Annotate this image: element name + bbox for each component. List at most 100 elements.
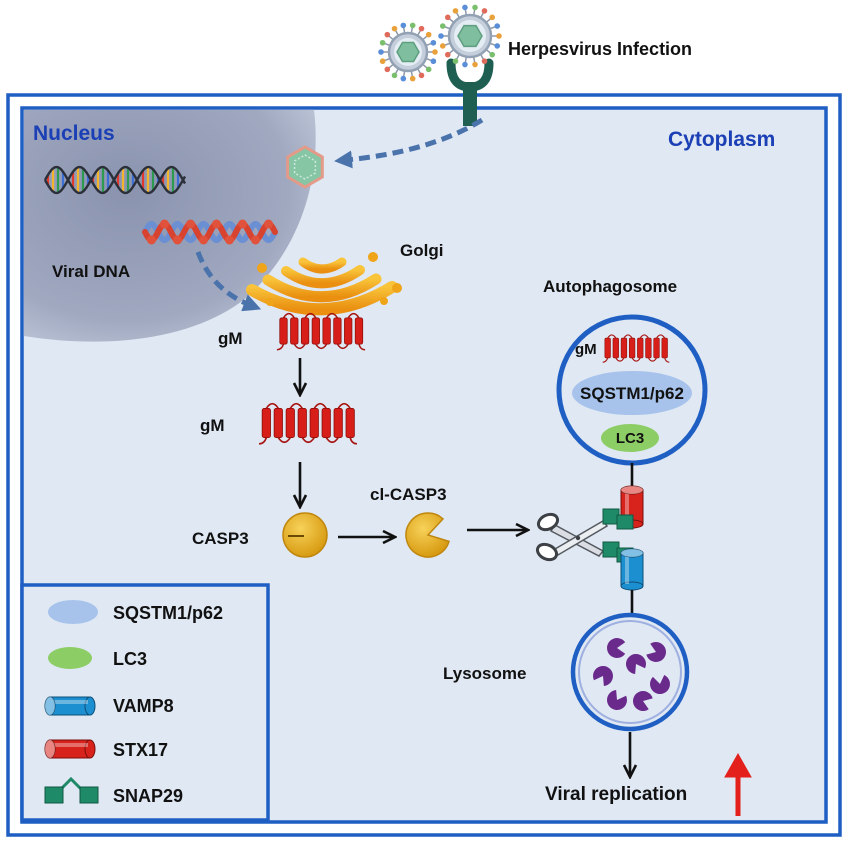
herpesvirus-particle: [438, 4, 502, 68]
virus-spike-tip: [439, 43, 446, 49]
lysosome-enzyme: [593, 665, 614, 686]
legend-vamp8-face: [44, 696, 56, 716]
virus-capsid: [396, 41, 420, 63]
golgi-vesicle: [392, 283, 402, 293]
legend-stx17-highlight: [52, 743, 88, 747]
virus-spike-tip: [418, 25, 425, 32]
virus-spike-tip: [489, 51, 496, 58]
scissors-pivot: [575, 535, 581, 541]
golgi-vesicle: [368, 252, 378, 262]
snap29-block: [616, 514, 634, 530]
vamp8-body: [620, 552, 644, 587]
sqstm1-p62-blob: [572, 371, 692, 415]
virus-spike-tip: [378, 49, 384, 55]
dna-strand: [43, 165, 187, 195]
legend-vamp8-label: VAMP8: [113, 696, 174, 716]
legend-sqstm1-label: SQSTM1/p62: [113, 603, 223, 623]
golgi-cisterna: [298, 257, 347, 274]
lc3-label: LC3: [616, 430, 644, 447]
virus-spike-tip: [391, 25, 398, 32]
lysosome-enzyme: [625, 653, 646, 674]
virus-spike-tip: [472, 61, 478, 68]
virus-spikes: [378, 22, 438, 82]
gm-free-label: gM: [200, 416, 225, 435]
virus-spike-tip: [481, 58, 488, 64]
virus-spike-tip: [444, 51, 451, 58]
cell-receptor: [446, 58, 494, 126]
virus-spike-tip: [391, 72, 398, 79]
virus-spike-tip: [384, 31, 391, 38]
lysosome-label: Lysosome: [443, 664, 526, 683]
legend-stx17-face-shine: [45, 740, 55, 758]
lysosome-enzyme: [650, 674, 671, 695]
viral-dna-label: Viral DNA: [52, 262, 130, 281]
virus-spike-tip: [379, 39, 386, 46]
virus-spike-tip: [384, 66, 391, 73]
scissors-handle: [535, 542, 559, 562]
golgi-label: Golgi: [400, 241, 443, 260]
virus-spike-tip: [430, 39, 437, 46]
viral-dna-bead: [251, 235, 260, 245]
virus-spike-tip: [462, 61, 468, 68]
virus-spike-tip: [489, 14, 496, 21]
legend: SQSTM1/p62 LC3 VAMP8 STX17 SNAP29: [20, 583, 270, 822]
viral-replication-label: Viral replication: [545, 784, 687, 805]
legend-lc3-label: LC3: [113, 649, 147, 669]
viral-dna-bead: [160, 219, 169, 229]
virus-spike-tip: [494, 43, 501, 49]
autophagosome-gm-label: gM: [575, 341, 597, 358]
golgi-cisterna: [281, 265, 365, 289]
virus-spike-tip: [438, 33, 444, 39]
virus-spike-tip: [409, 22, 416, 29]
viral-dna-bead: [212, 219, 221, 229]
viral-dna-helix: [142, 219, 278, 245]
lysosome-enzymes: [593, 638, 671, 712]
legend-stx17-end: [84, 739, 96, 759]
virus-spike-tip: [444, 14, 451, 21]
casp3-circle: [282, 512, 328, 558]
lysosome-membrane-inner: [578, 620, 682, 724]
infection-label: Herpesvirus Infection: [508, 39, 692, 59]
stx17-top: [620, 485, 644, 495]
lysosome: [570, 612, 690, 732]
virus-spike-tip: [496, 33, 502, 39]
capsid-inner: [293, 154, 317, 180]
receptor-stem: [463, 82, 477, 126]
legend-item-vamp8: VAMP8: [44, 696, 174, 716]
viral-dna-bead: [264, 219, 273, 229]
legend-item-snap29: SNAP29: [44, 776, 183, 806]
virus-spike-tip: [481, 8, 488, 14]
vamp8-highlight: [625, 556, 629, 584]
virus-spike-tip: [418, 72, 425, 79]
legend-vamp8-face-shine: [45, 697, 55, 715]
legend-snap29-block: [79, 786, 99, 804]
legend-item-stx17: STX17: [44, 739, 168, 760]
virus-spike-tip: [430, 58, 437, 65]
golgi-apparatus: [246, 252, 402, 316]
legend-vamp8-body: [49, 696, 91, 716]
herpesvirus-particle: [378, 22, 438, 82]
viral-dna-bead: [199, 235, 208, 245]
virus-spike-tip: [425, 31, 432, 38]
vamp8-cylinder: [620, 548, 644, 591]
stx17-top-shine: [621, 486, 643, 494]
viral-dna-bead: [186, 219, 195, 229]
virus-spike-tip: [494, 23, 501, 29]
cleaved-casp3-enzyme: [405, 512, 450, 558]
virus-spike-tip: [472, 4, 478, 11]
sqstm1-p62-label: SQSTM1/p62: [580, 384, 684, 403]
virus-spike-tip: [425, 66, 432, 73]
scissors-icon: [535, 512, 609, 562]
viral-dna-bead: [238, 219, 247, 229]
virus-spike-tip: [452, 58, 459, 64]
capsid-hexagon: [286, 145, 324, 189]
lysosome-enzyme: [646, 641, 666, 662]
lysosome-enzyme: [607, 638, 626, 658]
golgi-vesicle: [257, 263, 267, 273]
virus-spike-tip: [409, 75, 416, 82]
legend-item-lc3: LC3: [48, 647, 147, 669]
casp3-enzyme: [282, 512, 328, 558]
virus-spike-tip: [439, 23, 446, 29]
vamp8-top-shine: [621, 549, 643, 557]
viral-dna-bead: [147, 235, 156, 245]
